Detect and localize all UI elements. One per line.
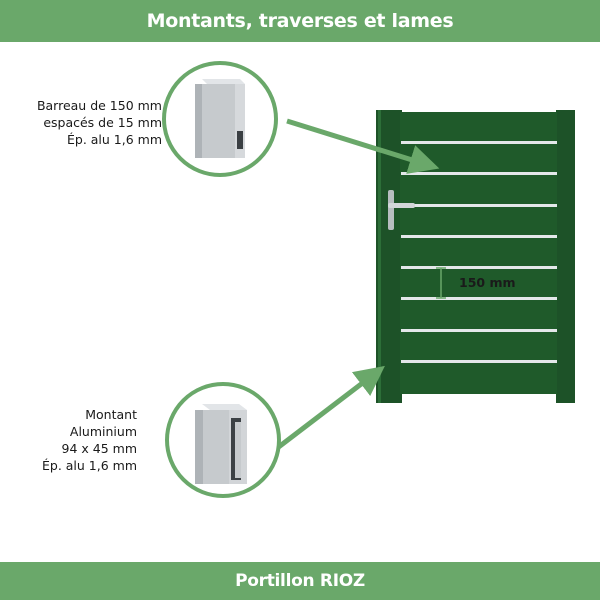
bar-profile-icon [195,79,245,158]
post-spec-line: Aluminium [69,424,137,439]
arrow-icon [274,365,385,451]
post-profile-circle [165,382,281,498]
bar-gap [401,297,557,300]
post-spec-line: Montant [85,407,137,422]
arrow-icon [286,118,440,174]
bar-gap [401,360,557,363]
dimension-marker [436,267,446,299]
bar-gap [401,172,557,175]
bar-spec-line: Barreau de 150 mm [36,98,162,113]
bar-gap [401,329,557,332]
post-profile-icon [195,404,247,484]
header-title: Montants, traverses et lames [146,10,454,32]
post-spec-label: Montant Aluminium 94 x 45 mm Ép. alu 1,6… [0,406,137,474]
post-spec-line: 94 x 45 mm [61,441,137,456]
footer-banner: Portillon RIOZ [0,562,600,600]
bar-gap [401,204,557,207]
post-spec-line: Ép. alu 1,6 mm [41,458,137,473]
product-name: Portillon RIOZ [235,571,365,591]
gate-handle-icon [388,190,415,230]
bar-gap [401,266,557,269]
bar-spec-line: espacés de 15 mm [43,115,162,130]
dimension-label: 150 mm [459,275,516,290]
header-banner: Montants, traverses et lames [0,0,600,42]
bar-gap [401,235,557,238]
bar-gap [401,141,557,144]
bar-gaps [401,141,557,363]
gate-post-highlight [378,110,381,403]
gate-panel [400,112,557,394]
bar-spec-line: Ép. alu 1,6 mm [66,132,162,147]
bar-profile-circle [162,61,278,177]
bar-spec-label: Barreau de 150 mm espacés de 15 mm Ép. a… [0,97,162,148]
gate-right-post [556,110,575,403]
